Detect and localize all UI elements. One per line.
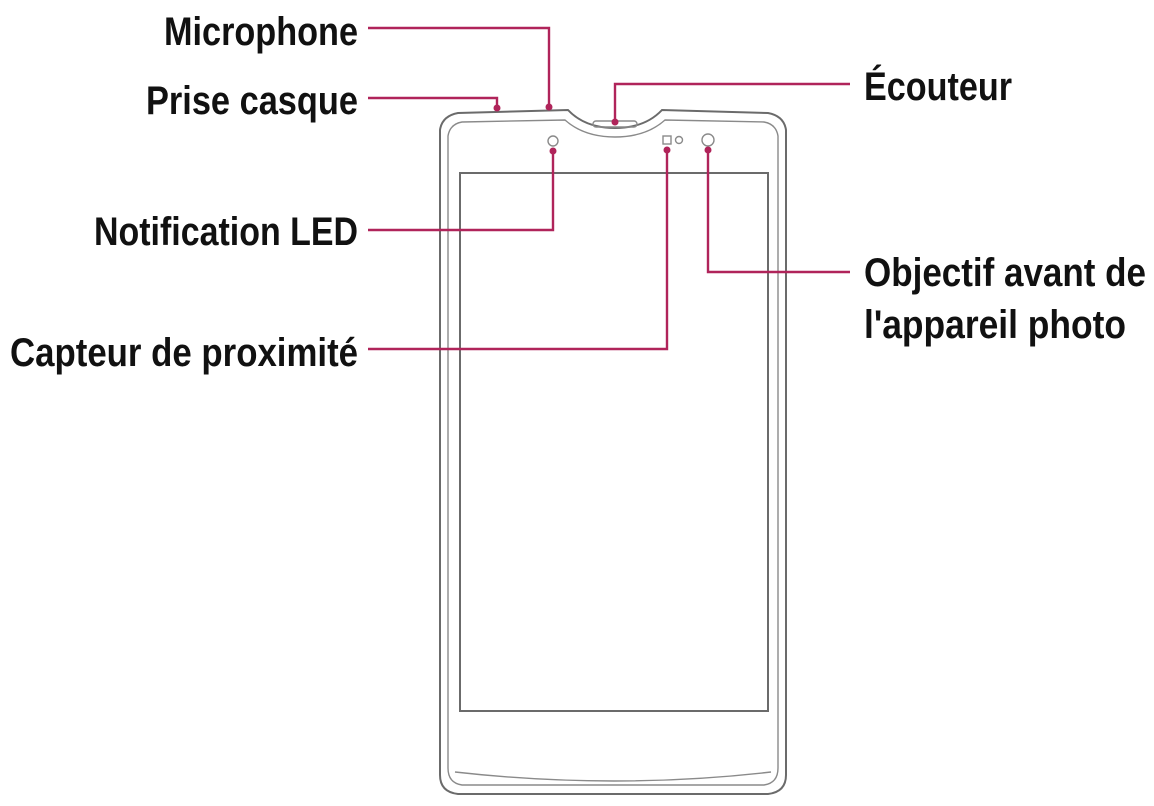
headset-jack-label: Prise casque [146,79,358,123]
microphone-label: Microphone [164,10,358,54]
front-camera-dot [704,146,712,154]
proximity-sensor-secondary-shape [674,135,684,145]
front-camera-label-line2: l'appareil photo [864,303,1126,347]
proximity-sensor-callout [368,150,669,351]
front-camera-label-line1: Objectif avant de [864,251,1146,295]
phone-body-inner [447,119,779,786]
callouts [368,26,850,351]
proximity-sensor-label: Capteur de proximité [10,331,358,375]
earpiece-label: Écouteur [864,64,1012,109]
notification-led-callout [368,151,555,232]
headset-jack-dot [493,104,501,112]
microphone-dot [545,103,553,111]
screen [459,172,769,712]
labels: Microphone Prise casque Notification LED… [10,10,1146,375]
notification-led-shape [547,135,559,147]
headset-jack-callout [368,96,499,108]
phone-outline [439,108,787,795]
phone-body-outer [439,108,787,795]
bottom-bezel-curve [454,771,772,782]
proximity-sensor-dot [663,146,671,154]
notification-led-label: Notification LED [94,210,358,254]
proximity-sensor-shape [662,135,672,145]
front-camera-shape [701,133,715,147]
front-camera-callout [706,150,850,274]
notification-led-dot [549,147,557,155]
earpiece-dot [611,118,619,126]
earpiece-callout [613,82,850,122]
microphone-callout [368,26,551,107]
